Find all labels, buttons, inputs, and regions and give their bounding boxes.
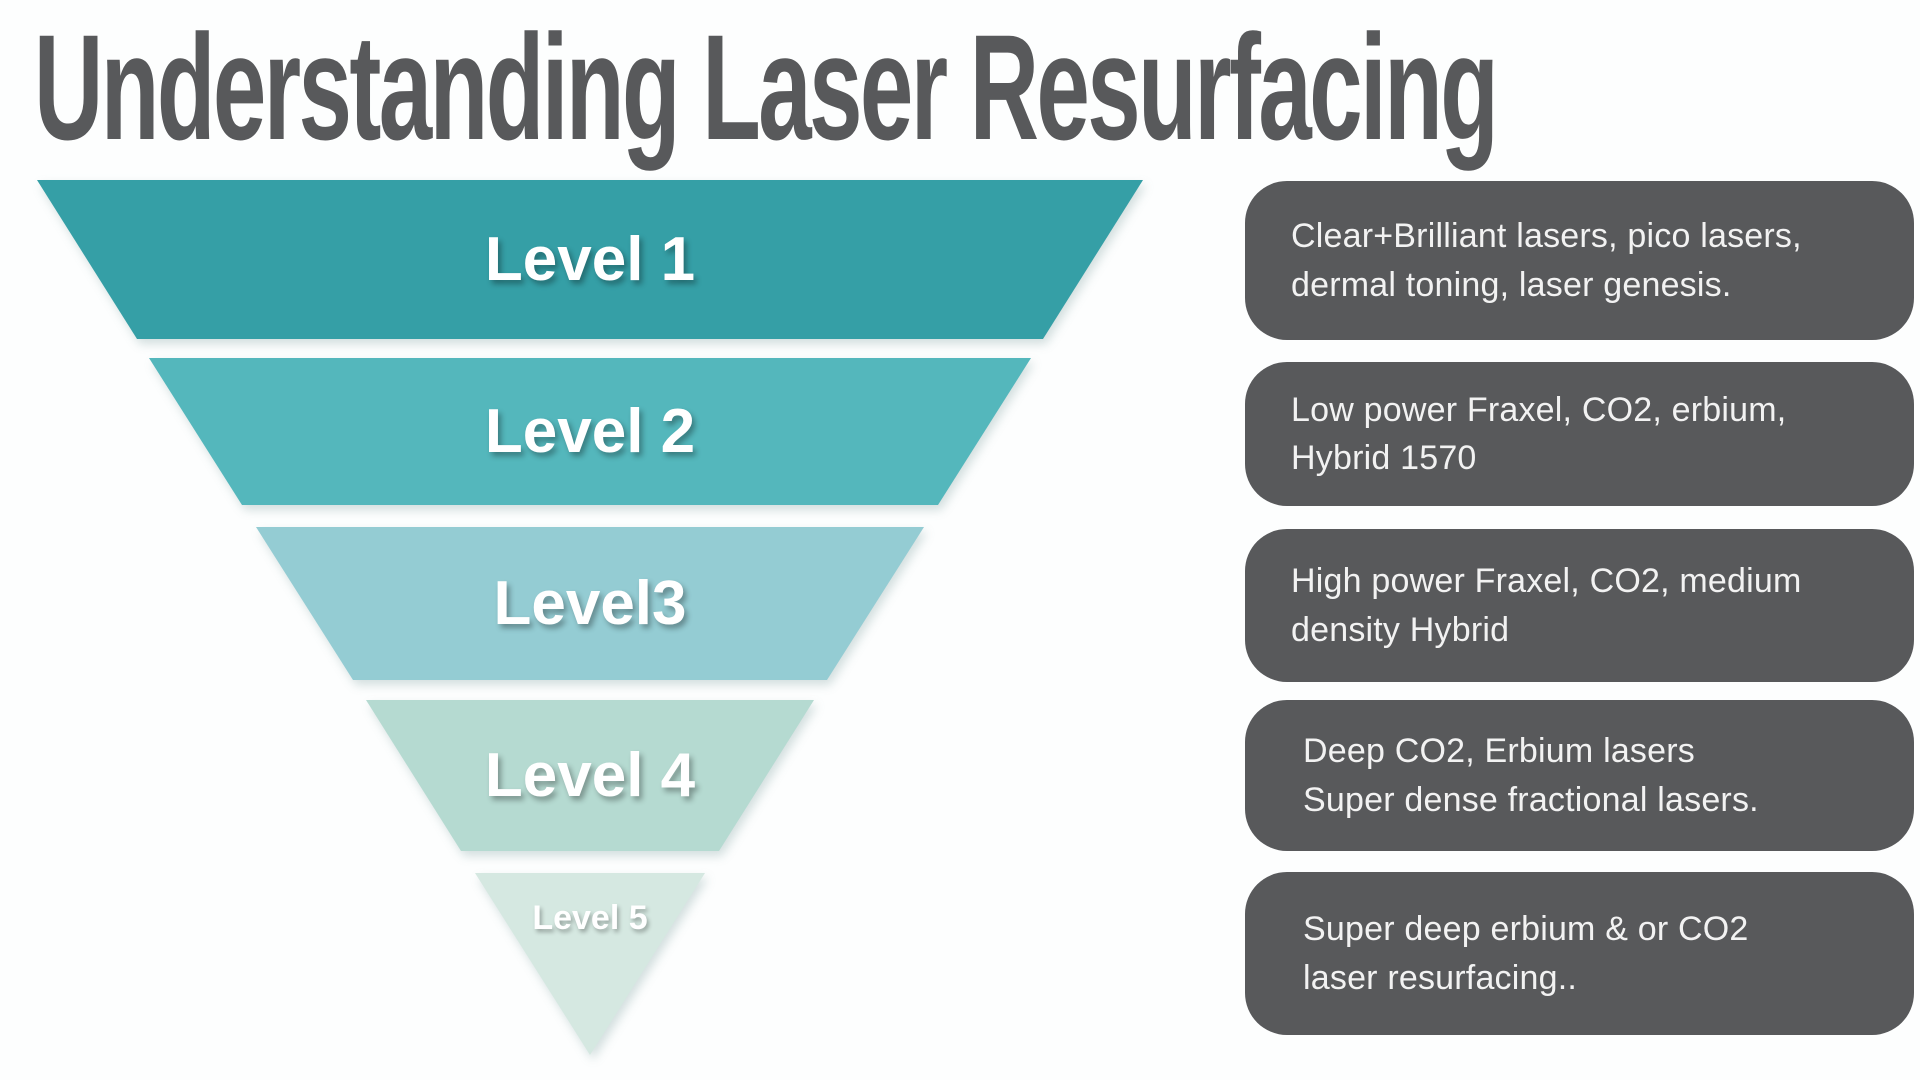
description-line: Hybrid 1570 [1291,439,1477,477]
funnel-level-3: Level3 [256,527,924,680]
funnel-level-2-shape: Level 2 [149,358,1031,505]
funnel-level-1-label: Level 1 [484,225,696,294]
funnel-level-1: Level 1 [37,180,1143,339]
description-box-5: Super deep erbium & or CO2 laser resurfa… [1245,872,1914,1035]
page-title: Understanding Laser Resurfacing [34,3,1499,171]
funnel-level-3-label: Level3 [493,569,687,638]
funnel-level-5: Level 5 [475,873,705,1055]
funnel-level-4: Level 4 [366,700,814,851]
description-line: Low power Fraxel, CO2, erbium, [1291,390,1787,429]
description-box-1: Clear+Brilliant lasers, pico lasers, der… [1245,181,1914,340]
description-line: Deep CO2, Erbium lasers [1303,732,1695,771]
funnel-level-1-shape: Level 1 [37,180,1143,339]
description-line: Super deep erbium & or CO2 [1303,910,1749,949]
description-box-4: Deep CO2, Erbium lasers Super dense frac… [1245,700,1914,851]
description-line: dermal toning, laser genesis. [1291,265,1732,304]
funnel-level-2: Level 2 [149,358,1031,505]
description-box-3: High power Fraxel, CO2, medium density H… [1245,529,1914,682]
funnel-level-5-shape: Level 5 [475,873,705,1055]
funnel-level-5-label: Level 5 [532,899,648,937]
funnel-level-3-shape: Level3 [256,527,924,680]
description-line: High power Fraxel, CO2, medium [1291,562,1802,601]
description-line: Super dense fractional lasers. [1303,780,1759,819]
description-line: density Hybrid [1291,610,1510,649]
description-box-2: Low power Fraxel, CO2, erbium, Hybrid 15… [1245,362,1914,506]
funnel-level-4-shape: Level 4 [366,700,814,851]
funnel-level-4-label: Level 4 [484,741,696,810]
description-line: laser resurfacing.. [1303,958,1578,997]
funnel-level-2-label: Level 2 [484,397,696,466]
description-line: Clear+Brilliant lasers, pico lasers, [1291,217,1802,256]
